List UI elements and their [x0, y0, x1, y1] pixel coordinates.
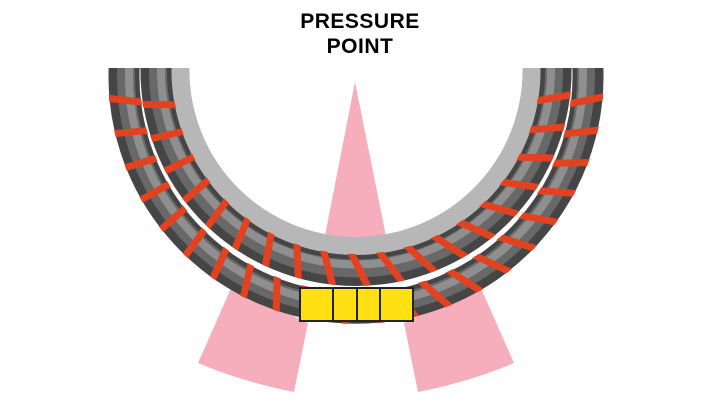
coil-stripe [318, 243, 338, 287]
coil-stripe [401, 240, 442, 278]
coil-stripe [107, 94, 150, 107]
coil-stripe [228, 210, 254, 258]
coil-stripe [116, 152, 165, 174]
inner-coil-stripes [139, 90, 572, 287]
coil-stripe [177, 221, 212, 265]
title-line-1: PRESSURE [300, 10, 420, 33]
coil-stripe [547, 158, 596, 167]
coil-stripe [199, 192, 235, 236]
coil-stripe [556, 125, 605, 139]
coil-stripe [272, 269, 281, 319]
coil-stripe [345, 246, 374, 287]
tip-segment [379, 287, 414, 322]
coil-stripe [293, 237, 303, 286]
coil-stripe [156, 150, 203, 178]
coil-stripe [206, 240, 233, 287]
pressure-beams [198, 82, 514, 392]
coil-stripe [175, 172, 217, 209]
scope-tip [299, 287, 414, 322]
pressure-beam-lower-right [404, 286, 514, 392]
coil-stripe [107, 126, 156, 138]
coil-stripe [427, 230, 472, 263]
coil-stripe [514, 210, 564, 227]
page-title: PRESSURE POINT [0, 9, 720, 59]
coil-stripe [532, 186, 582, 198]
coil-stripe [495, 177, 545, 192]
coil-stripe [414, 275, 456, 313]
coil-stripe [529, 90, 572, 106]
coil-stripe [493, 232, 542, 254]
coil-stripe [475, 199, 524, 219]
coil-stripe [373, 245, 408, 287]
coil-stripe [523, 123, 572, 134]
title-line-2: POINT [326, 35, 394, 58]
coil-stripe [562, 92, 605, 109]
coil-stripe [238, 256, 256, 305]
pressure-beam-lower-left [198, 286, 308, 392]
tip-segment [356, 287, 381, 322]
coil-stripe [511, 153, 560, 162]
coil-stripe [469, 250, 516, 277]
colon-wall-ring [170, 68, 542, 256]
coil-stripe [442, 264, 488, 297]
tip-segment [332, 287, 358, 322]
coil-stripe [142, 126, 192, 144]
coil-stripe [152, 200, 194, 238]
tip-segment [299, 287, 334, 322]
scope-coil-inner [139, 68, 572, 287]
coil-stripe [260, 225, 276, 275]
pressure-beam-center [321, 82, 390, 256]
coil-stripe [452, 216, 500, 243]
